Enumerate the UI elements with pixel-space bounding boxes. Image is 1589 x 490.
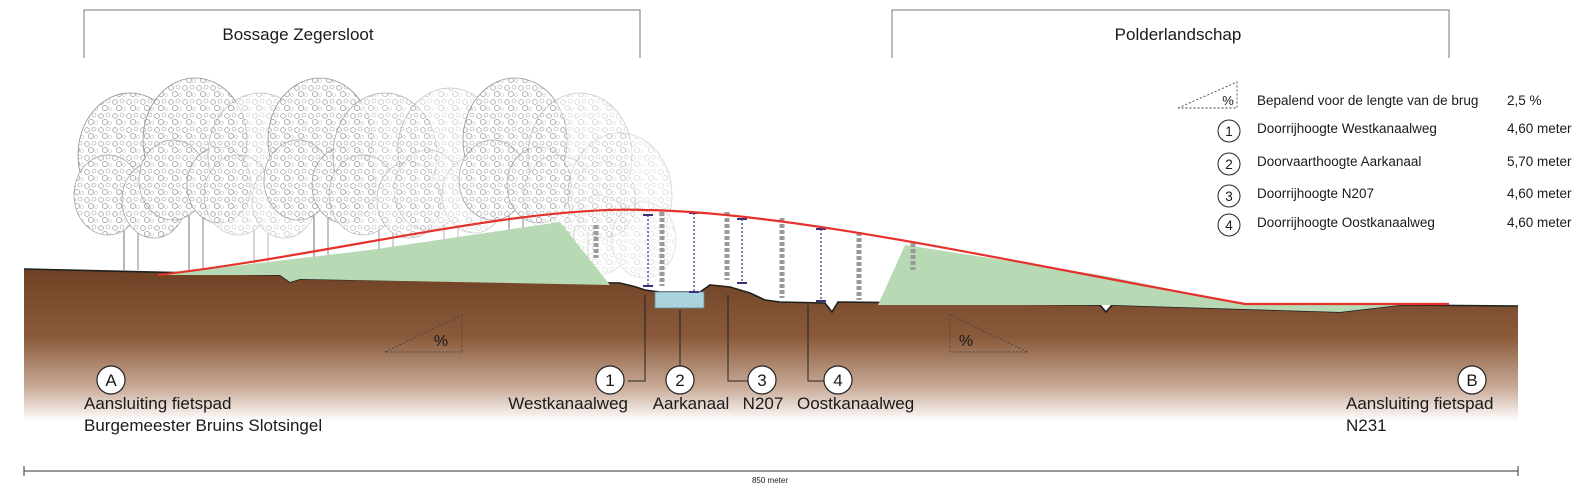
slope-symbol-right: %	[949, 314, 1029, 353]
legend-item-value: 4,60 meter	[1507, 121, 1572, 136]
clearance-line-2	[689, 212, 699, 293]
legend: % Bepalend voor de lengte van de brug 2,…	[1177, 81, 1572, 237]
crossing-marker-2: 2	[665, 365, 695, 395]
zone-bracket-right: Polderlandschap	[891, 9, 1450, 58]
legend-row-4: 4 Doorrijhoogte Oostkanaalweg 4,60 meter	[1217, 213, 1572, 237]
svg-text:4: 4	[833, 371, 842, 390]
bridge-pillars	[593, 212, 916, 300]
legend-row-1: 1 Doorrijhoogte Westkanaalweg 4,60 meter	[1217, 119, 1572, 143]
svg-text:%: %	[959, 333, 973, 350]
endpoint-a-line1: Aansluiting fietspad	[84, 394, 231, 413]
trees-illustration	[73, 77, 677, 279]
crossing-leaders	[628, 295, 824, 382]
svg-text:3: 3	[1225, 189, 1233, 204]
legend-item-value: 4,60 meter	[1507, 186, 1572, 201]
svg-text:2: 2	[675, 371, 684, 390]
svg-text:%: %	[434, 333, 448, 350]
svg-text:A: A	[105, 371, 117, 390]
svg-text:1: 1	[605, 371, 614, 390]
embankment-right	[878, 245, 1449, 312]
zone-bracket-left: Bossage Zegersloot	[83, 9, 641, 58]
scale-label: 850 meter	[752, 476, 788, 485]
legend-item-text: Doorrijhoogte N207	[1257, 186, 1374, 201]
crossing-marker-3: 3	[747, 365, 777, 395]
legend-slope-text: Bepalend voor de lengte van de brug	[1257, 93, 1478, 108]
slope-symbol-left: %	[384, 314, 463, 353]
crossing-marker-4: 4	[823, 365, 853, 395]
endpoint-b-line1: Aansluiting fietspad	[1346, 394, 1493, 413]
legend-row-2: 2 Doorvaarthoogte Aarkanaal 5,70 meter	[1217, 152, 1572, 176]
legend-slope-value: 2,5 %	[1507, 93, 1542, 108]
endpoint-b-marker: B	[1457, 365, 1487, 395]
legend-slope-symbol: %	[1222, 93, 1234, 108]
canal-water	[654, 291, 705, 309]
svg-text:2: 2	[1225, 157, 1233, 172]
crossing-marker-1: 1	[595, 365, 625, 395]
zone-label-left: Bossage Zegersloot	[222, 25, 373, 44]
endpoint-b-line2: N231	[1346, 416, 1387, 435]
ground-section	[24, 269, 1518, 421]
svg-text:3: 3	[757, 371, 766, 390]
zone-label-right: Polderlandschap	[1115, 25, 1242, 44]
crossing-name-aarkanaal: Aarkanaal	[653, 394, 730, 413]
legend-item-value: 5,70 meter	[1507, 154, 1572, 169]
svg-text:1: 1	[1225, 124, 1233, 139]
crossing-name-westkanaalweg: Westkanaalweg	[508, 394, 628, 413]
endpoint-a-marker: A	[96, 365, 126, 395]
bridge-deck-line	[157, 208, 1449, 306]
legend-item-value: 4,60 meter	[1507, 215, 1572, 230]
legend-item-text: Doorrijhoogte Westkanaalweg	[1257, 121, 1437, 136]
endpoint-a-line2: Burgemeester Bruins Slotsingel	[84, 416, 322, 435]
crossing-name-n207: N207	[743, 394, 784, 413]
clearance-markers	[643, 212, 826, 302]
legend-item-text: Doorvaarthoogte Aarkanaal	[1257, 154, 1421, 169]
embankment-left	[158, 222, 610, 285]
svg-text:4: 4	[1225, 218, 1233, 233]
clearance-line-4	[816, 228, 826, 302]
clearance-line-3	[737, 218, 747, 284]
clearance-line-1	[643, 214, 653, 287]
legend-item-text: Doorrijhoogte Oostkanaalweg	[1257, 215, 1435, 230]
legend-row-3: 3 Doorrijhoogte N207 4,60 meter	[1217, 184, 1572, 208]
svg-text:B: B	[1466, 371, 1477, 390]
crossing-name-oostkanaalweg: Oostkanaalweg	[797, 394, 914, 413]
legend-slope-row: % Bepalend voor de lengte van de brug 2,…	[1177, 81, 1542, 109]
scale-bar: 850 meter	[23, 466, 1519, 485]
